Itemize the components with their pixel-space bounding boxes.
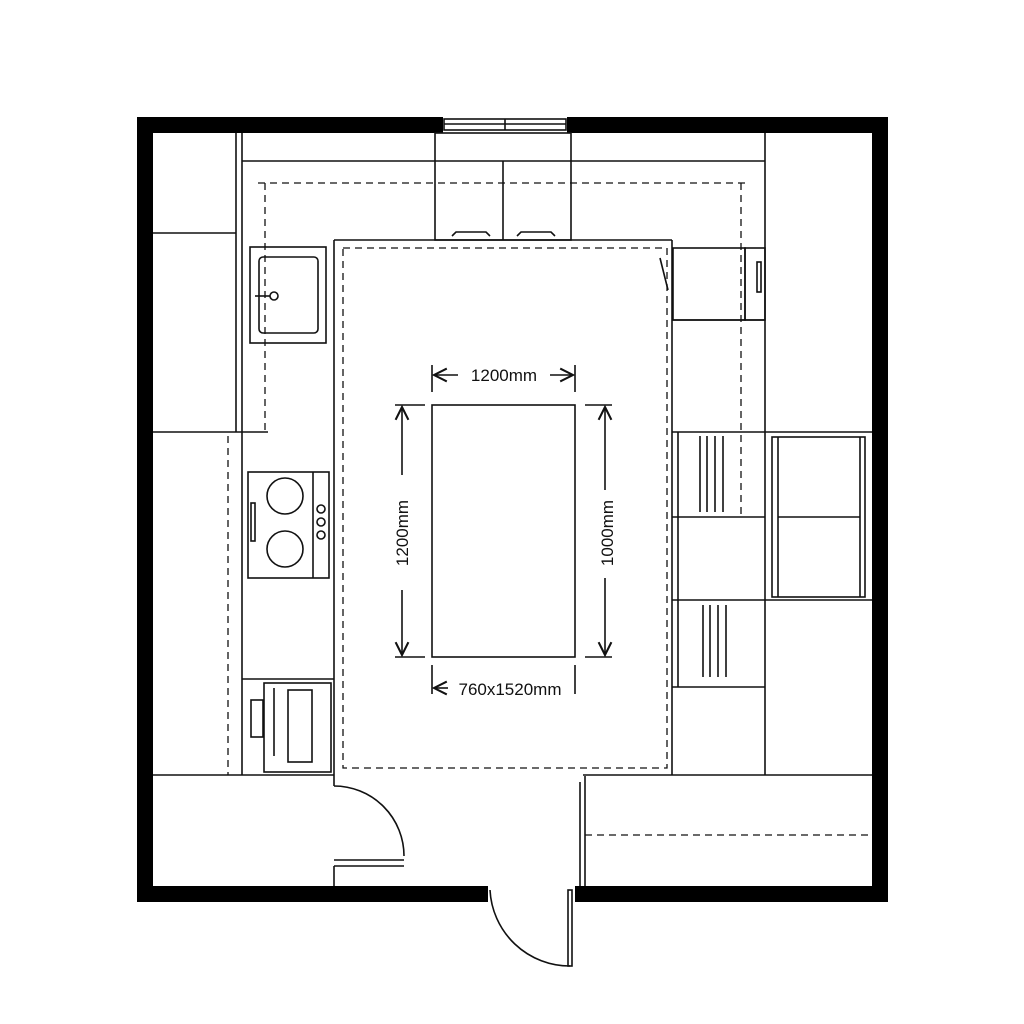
dimension-table-size: 760x1520mm [458,680,561,699]
floor-area [342,247,668,769]
sink [249,246,327,344]
oven [242,678,334,773]
right-counter [583,133,872,776]
entry-door [489,889,573,967]
dining-table [431,404,576,658]
outer-walls [137,117,888,902]
left-counter [153,133,335,786]
bottom-right-counter [579,776,868,886]
dimension-right-height: 1000mm [598,500,617,566]
left-door [333,785,405,886]
window [443,118,567,131]
cooktop [247,471,330,579]
dimension-lines [395,365,612,694]
dimension-top-width: 1200mm [471,366,537,385]
top-counter [242,132,765,241]
dimension-left-height: 1200mm [393,500,412,566]
